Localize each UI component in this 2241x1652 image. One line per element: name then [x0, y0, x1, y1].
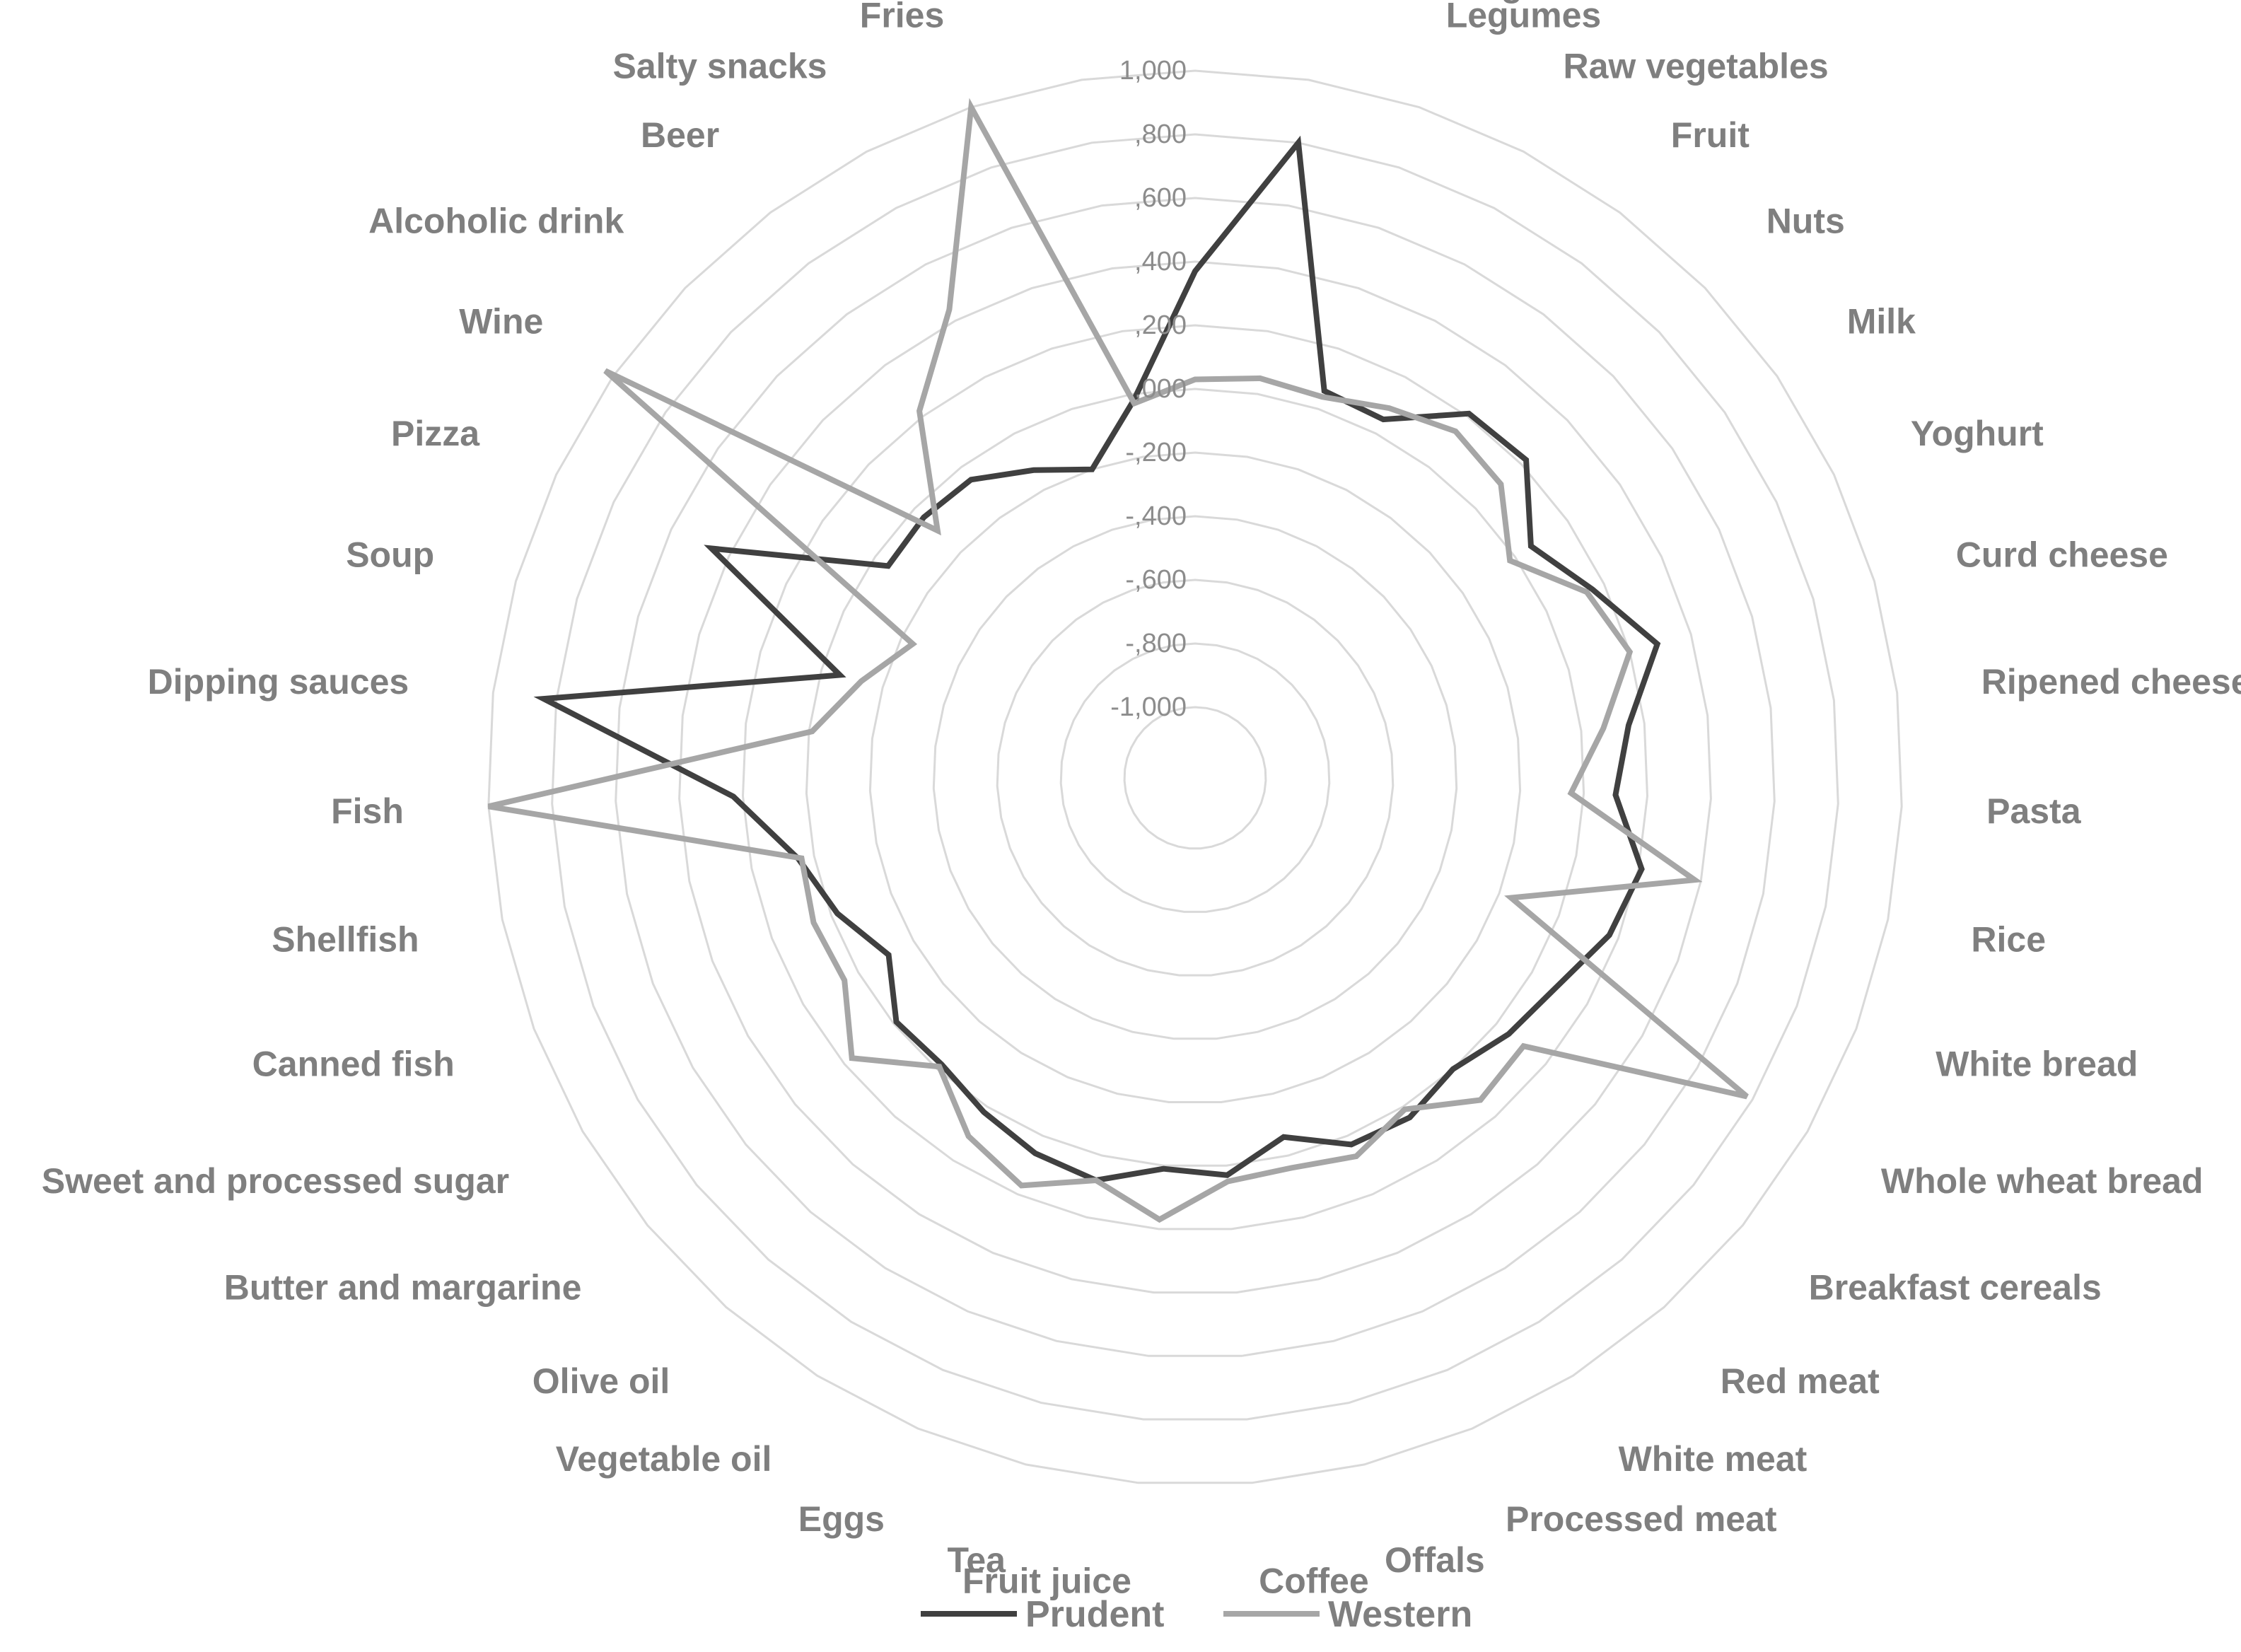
- tick-label: -,800: [1125, 629, 1187, 658]
- category-labels: PotatoesCooked vegetablesLegumesRaw vege…: [42, 0, 2241, 1600]
- category-label: Soup: [346, 535, 434, 574]
- category-label: Eggs: [798, 1499, 885, 1539]
- category-label: Cooked vegetables: [1322, 0, 1645, 4]
- grid-ring: [487, 69, 1903, 1484]
- grid-ring: [996, 578, 1395, 977]
- category-label: Beer: [641, 115, 719, 155]
- category-label: Wine: [459, 302, 543, 342]
- series-lines: [487, 98, 1749, 1223]
- category-label: Offals: [1385, 1540, 1485, 1580]
- category-label: Rice: [1971, 920, 2046, 960]
- category-label: Salty snacks: [613, 46, 827, 86]
- grid-ring: [1059, 642, 1331, 913]
- legend: Prudent Western: [921, 1594, 1472, 1635]
- category-label: Legumes: [1446, 0, 1602, 35]
- category-label: Dipping sauces: [148, 662, 409, 702]
- grid-rings: [487, 69, 1903, 1484]
- grid-ring: [741, 324, 1649, 1231]
- radial-tick-labels: -1,000 -,800 -,600 -,400 -,200 ,000 ,200 ,400 ,6…: [1110, 56, 1187, 722]
- category-label: White bread: [1936, 1045, 2138, 1084]
- grid-ring: [868, 451, 1522, 1103]
- series-line-prudent: [533, 135, 1661, 1184]
- legend-label-prudent: Prudent: [1025, 1594, 1164, 1635]
- category-label: Curd cheese: [1956, 535, 2168, 574]
- category-label: Tea: [948, 1540, 1007, 1580]
- category-label: Whole wheat bread: [1881, 1161, 2204, 1201]
- grid-ring: [615, 197, 1776, 1357]
- category-label: Butter and margarine: [224, 1268, 582, 1308]
- category-label: Breakfast cereals: [1809, 1268, 2102, 1308]
- grid-ring: [1123, 706, 1267, 850]
- tick-label: -,600: [1125, 565, 1187, 595]
- category-label: Red meat: [1721, 1361, 1880, 1401]
- category-label: Fruit salad: [889, 0, 1068, 4]
- category-label: Alcoholic drink: [368, 202, 624, 241]
- category-label: Shellfish: [272, 920, 419, 960]
- category-label: White meat: [1619, 1439, 1808, 1479]
- tick-label: ,600: [1134, 183, 1187, 213]
- category-label: Olive oil: [532, 1361, 670, 1401]
- grid-ring: [932, 515, 1458, 1040]
- category-label: Processed meat: [1506, 1499, 1777, 1539]
- category-label: Fries: [860, 0, 945, 35]
- category-label: Ripened cheese: [1981, 662, 2241, 702]
- tick-label: -,200: [1125, 438, 1187, 467]
- category-label: Milk: [1847, 302, 1916, 342]
- tick-label: ,000: [1134, 374, 1187, 404]
- category-label: Yoghurt: [1911, 414, 2044, 453]
- category-label: Fruit: [1671, 115, 1750, 155]
- tick-label: ,200: [1134, 310, 1187, 340]
- category-label: Fruit juice: [962, 1561, 1131, 1600]
- tick-label: -,400: [1125, 501, 1187, 531]
- grid-ring: [551, 133, 1839, 1421]
- category-label: Canned fish: [252, 1045, 455, 1084]
- category-label: Nuts: [1766, 202, 1845, 241]
- series-line-western: [487, 98, 1749, 1223]
- category-label: Fish: [331, 791, 404, 831]
- tick-label: 1,000: [1119, 56, 1187, 86]
- tick-label: ,400: [1134, 247, 1187, 277]
- category-label: Raw vegetables: [1564, 46, 1829, 86]
- legend-label-western: Western: [1328, 1594, 1472, 1635]
- category-label: Pizza: [391, 414, 480, 453]
- category-label: Coffee: [1259, 1561, 1369, 1600]
- category-label: Vegetable oil: [556, 1439, 772, 1479]
- tick-label: ,800: [1134, 120, 1187, 149]
- grid-ring: [805, 388, 1585, 1167]
- category-label: Pasta: [1986, 791, 2082, 831]
- tick-label: -1,000: [1110, 692, 1187, 722]
- grid-ring: [678, 260, 1712, 1294]
- category-label: Sweet and processed sugar: [42, 1161, 509, 1201]
